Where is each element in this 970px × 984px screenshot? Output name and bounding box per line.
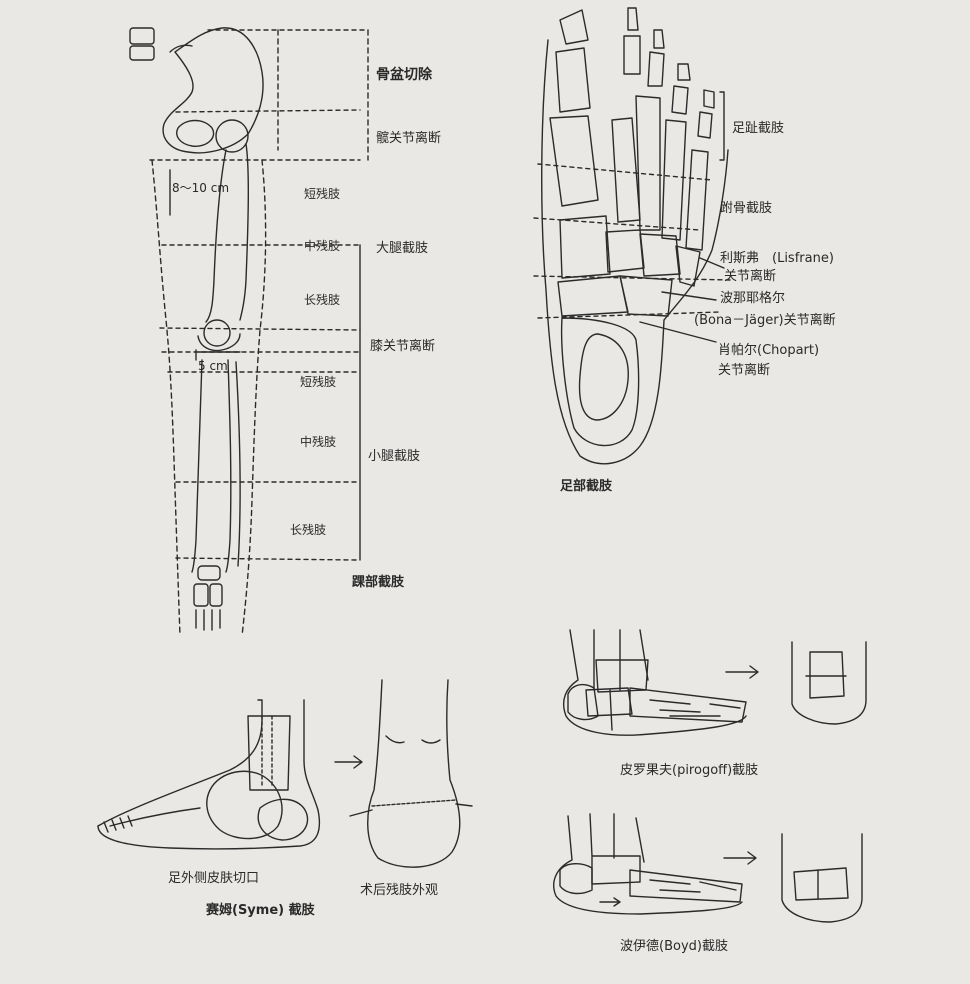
label-pirogoff-caption: 皮罗果夫(pirogoff)截肢 [620,763,759,778]
label-thigh-amputation: 大腿截肢 [376,241,429,256]
label-lisfranc-2: 关节离断 [724,269,777,284]
label-thigh-long: 长残肢 [304,293,341,307]
label-syme-postop: 术后残肢外观 [360,883,439,898]
label-hemipelvectomy: 骨盆切除 [376,67,432,83]
syme-drawing [97,679,473,868]
label-shank-amputation: 小腿截肢 [368,449,421,464]
label-dim-knee: 5 cm [198,359,228,373]
label-thigh-short: 短残肢 [304,187,341,201]
label-metatarsal-amputation: 跗骨截肢 [720,201,773,216]
label-toe-amputation: 足趾截肢 [732,121,785,136]
foot-skeleton-drawing [533,7,731,465]
label-chopart-1: 肖帕尔(Chopart) [718,343,820,358]
label-shank-middle: 中残肢 [300,435,337,449]
label-dim-thigh: 8～10 cm [172,181,230,195]
boyd-drawing [553,813,863,923]
label-hip-disarticulation: 髋关节离断 [376,131,442,146]
leg-skeleton-drawing [129,27,369,637]
label-chopart-2: 关节离断 [718,363,771,378]
label-shank-long: 长残肢 [290,523,327,537]
label-thigh-middle: 中残肢 [304,239,341,253]
pirogoff-drawing [562,629,867,736]
label-boyd-caption: 波伊德(Boyd)截肢 [620,939,728,954]
label-syme-incision: 足外侧皮肤切口 [168,871,260,886]
label-ankle-amputation: 踝部截肢 [352,575,405,590]
label-syme-caption: 赛姆(Syme) 截肢 [206,903,315,918]
label-knee-disarticulation: 膝关节离断 [370,339,436,354]
label-shank-short: 短残肢 [300,375,337,389]
label-foot-caption: 足部截肢 [560,479,613,494]
label-bona-2: (Bona－Jäger)关节离断 [694,313,836,328]
label-bona-1: 波那耶格尔 [720,291,786,306]
label-lisfranc-1: 利斯弗 (Lisfrane) [720,251,834,266]
